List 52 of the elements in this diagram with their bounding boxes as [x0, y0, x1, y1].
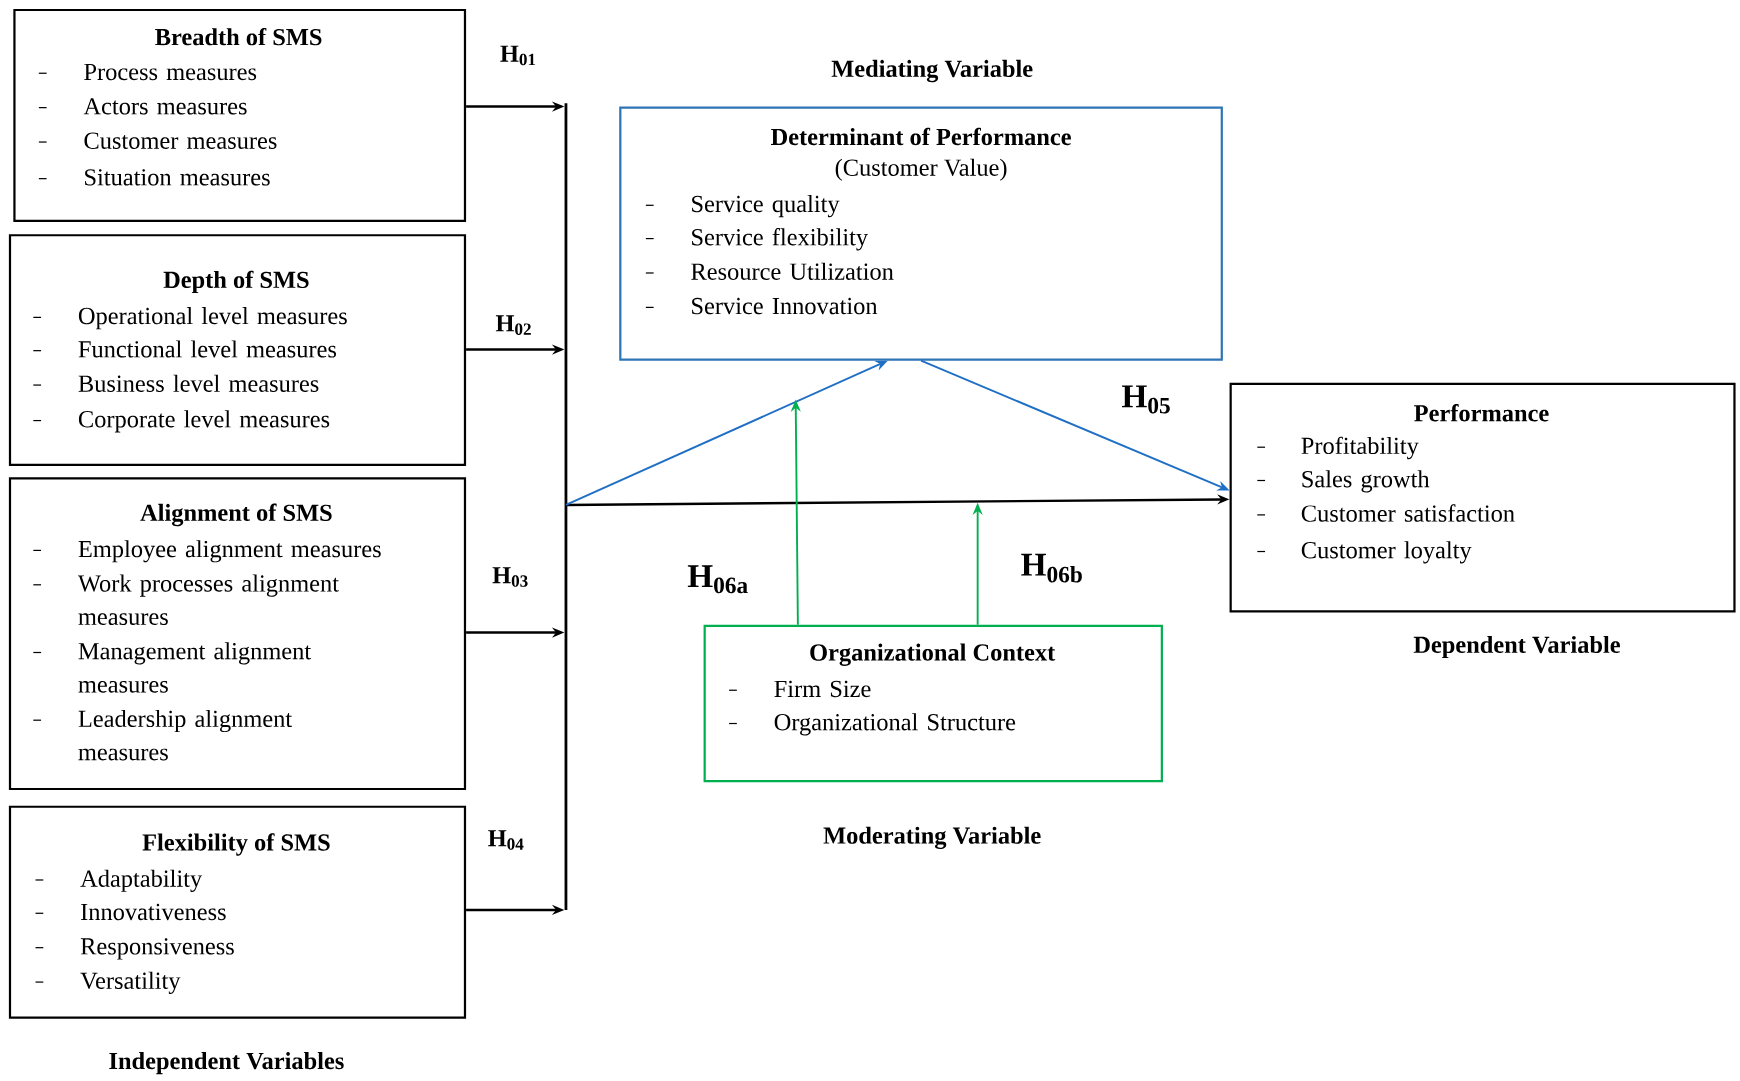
- box-subheading: (Customer Value): [835, 158, 1007, 181]
- list-item: Service flexibility: [645, 228, 868, 251]
- text-box: [703, 624, 1163, 783]
- box-heading: Flexibility of SMS: [142, 833, 330, 856]
- hypothesis-label: H$_{01}$: [500, 45, 536, 66]
- list-item: Sales growth: [1256, 470, 1430, 493]
- list-item: Business level measures: [32, 374, 319, 393]
- box-heading: Performance: [1414, 404, 1549, 422]
- text-box: [1229, 382, 1736, 613]
- section-label: Dependent Variable: [1413, 635, 1620, 659]
- text-box: [8, 234, 467, 467]
- list-item: Functional level measures: [32, 340, 337, 358]
- list-item: Responsiveness: [34, 938, 234, 960]
- list-item: Customer loyalty: [1256, 541, 1472, 564]
- box-heading: Depth of SMS: [163, 270, 309, 294]
- list-item: Operational level measures: [32, 307, 347, 330]
- list-item: Organizational Structure: [728, 713, 1016, 736]
- hypothesis-label: H$_{02}$: [495, 315, 531, 336]
- list-item: Service quality: [645, 195, 840, 218]
- list-item: Innovativeness: [34, 903, 226, 921]
- list-item: Customer satisfaction: [1256, 504, 1515, 522]
- list-item: Situation measures: [38, 169, 270, 186]
- text-box: [8, 805, 467, 1019]
- hypothesis-label: H$_{05}$: [1122, 385, 1170, 414]
- list-item: Process measures: [38, 64, 257, 81]
- list-item: Resource Utilization: [645, 262, 894, 280]
- list-item: Versatility: [34, 971, 181, 995]
- box-heading: Breadth of SMS: [155, 28, 322, 46]
- box-heading: Alignment of SMS: [140, 503, 332, 527]
- list-item: Customer measures: [38, 132, 277, 149]
- list-item: Adaptability: [34, 869, 203, 892]
- list-item: Corporate level measures: [32, 410, 330, 433]
- section-label: Independent Variables: [109, 1052, 344, 1075]
- list-item: Work processes alignment measures: [32, 574, 339, 626]
- list-item: Actors measures: [38, 98, 247, 115]
- hypothesis-label: H$_{04}$: [488, 830, 524, 850]
- section-label: Moderating Variable: [823, 826, 1041, 850]
- text-box: [619, 106, 1223, 361]
- list-item: Management alignment measures: [32, 642, 311, 693]
- text-box: [13, 8, 467, 222]
- list-item: Service Innovation: [645, 297, 878, 315]
- hypothesis-label: H$_{06b}$: [1021, 553, 1082, 583]
- list-item: Firm Size: [728, 680, 871, 698]
- text-box: [8, 477, 467, 791]
- list-item: Leadership alignment measures: [32, 710, 292, 761]
- hypothesis-label: H$_{03}$: [492, 567, 528, 587]
- box-heading: Determinant of Performance: [771, 127, 1071, 146]
- box-heading: Organizational Context: [810, 643, 1056, 666]
- list-item: Employee alignment measures: [32, 540, 381, 563]
- section-label: Mediating Variable: [831, 59, 1033, 83]
- hypothesis-label: H$_{06a}$: [687, 565, 748, 594]
- list-item: Profitability: [1256, 436, 1419, 460]
